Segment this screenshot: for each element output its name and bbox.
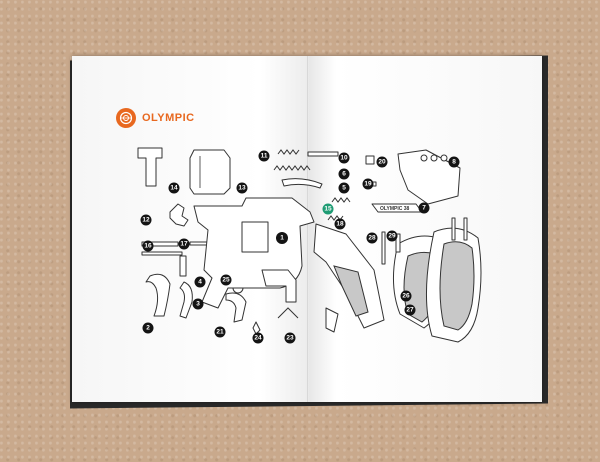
page-fold xyxy=(307,56,309,402)
svg-text:18: 18 xyxy=(336,221,344,228)
part-29-screw xyxy=(395,233,401,253)
callout-21: 21 xyxy=(214,326,226,338)
callout-10: 10 xyxy=(338,152,350,164)
part-15-spring xyxy=(331,197,351,203)
part-1-frame xyxy=(193,197,315,309)
callout-27: 27 xyxy=(404,304,416,316)
svg-text:7: 7 xyxy=(422,205,426,212)
engraving-text: OLYMPIC 38 xyxy=(380,206,409,212)
callout-2: 2 xyxy=(142,322,154,334)
part-6-spring xyxy=(273,165,311,171)
svg-text:14: 14 xyxy=(170,185,178,192)
callout-11: 11 xyxy=(258,150,270,162)
part-28-pin xyxy=(381,231,386,265)
part-2-trigger xyxy=(145,273,171,317)
part-27-grip-panel xyxy=(425,227,482,343)
callout-14: 14 xyxy=(168,182,180,194)
part-13-cylinder xyxy=(189,149,231,195)
callout-6: 6 xyxy=(338,168,350,180)
brand-name: OLYMPIC xyxy=(142,112,195,124)
svg-text:2: 2 xyxy=(146,325,150,332)
svg-text:26: 26 xyxy=(402,293,410,300)
callout-17: 17 xyxy=(178,238,190,250)
svg-text:4: 4 xyxy=(198,279,202,286)
svg-text:8: 8 xyxy=(452,159,456,166)
part-trigger-guard xyxy=(325,307,339,333)
callout-3: 3 xyxy=(192,298,204,310)
svg-text:11: 11 xyxy=(261,153,268,160)
svg-text:21: 21 xyxy=(216,329,224,336)
callout-23: 23 xyxy=(284,332,296,344)
part-12-hammer xyxy=(169,203,189,227)
part-8-washers xyxy=(420,154,448,162)
right-page xyxy=(308,56,542,402)
svg-text:24: 24 xyxy=(254,335,262,342)
exploded-parts-diagram: OLYMPIC 38 1 2 3 xyxy=(137,147,482,344)
part-11-spring xyxy=(277,149,300,155)
svg-text:1: 1 xyxy=(280,235,284,242)
svg-text:15: 15 xyxy=(324,206,332,213)
svg-text:10: 10 xyxy=(340,155,348,162)
svg-text:28: 28 xyxy=(368,235,376,242)
callout-13: 13 xyxy=(236,182,248,194)
callout-8: 8 xyxy=(448,156,460,168)
part-right-sideplate xyxy=(313,223,385,329)
part-10-rod xyxy=(307,151,339,157)
svg-text:3: 3 xyxy=(196,301,200,308)
part-14-sight xyxy=(137,147,163,187)
callout-24: 24 xyxy=(252,332,264,344)
callout-26: 26 xyxy=(400,290,412,302)
part-engraved-plate: OLYMPIC 38 xyxy=(371,203,423,213)
part-4-screw xyxy=(179,255,187,277)
part-3-lever xyxy=(179,281,193,319)
callout-29: 29 xyxy=(386,230,398,242)
part-9-screws xyxy=(451,217,468,241)
svg-text:6: 6 xyxy=(342,171,346,178)
svg-text:19: 19 xyxy=(364,181,372,188)
callout-5: 5 xyxy=(338,182,350,194)
callout-19: 19 xyxy=(362,178,374,190)
callout-1: 1 xyxy=(276,232,288,244)
svg-text:17: 17 xyxy=(180,241,188,248)
part-7-sideplate xyxy=(397,149,461,205)
callout-7: 7 xyxy=(418,202,430,214)
part-24-clip xyxy=(252,321,261,335)
brand-header: OLYMPIC xyxy=(116,108,195,128)
part-5-bar xyxy=(281,178,323,189)
callout-4: 4 xyxy=(194,276,206,288)
svg-text:23: 23 xyxy=(286,335,294,342)
svg-text:16: 16 xyxy=(144,243,152,250)
svg-text:27: 27 xyxy=(406,307,414,314)
callout-12: 12 xyxy=(140,214,152,226)
callout-15: 15 xyxy=(322,203,334,215)
part-16-rod xyxy=(141,241,183,256)
olympic-logo-icon xyxy=(116,108,136,128)
part-20-nut xyxy=(365,155,375,165)
svg-text:13: 13 xyxy=(238,185,246,192)
svg-text:12: 12 xyxy=(142,217,150,224)
callout-20: 20 xyxy=(376,156,388,168)
part-21-lever xyxy=(225,292,247,323)
svg-text:29: 29 xyxy=(388,233,396,240)
svg-text:25: 25 xyxy=(222,277,230,284)
manual-booklet: OLYMPIC xyxy=(72,56,542,402)
svg-text:20: 20 xyxy=(378,159,386,166)
part-23-vspring xyxy=(277,307,299,319)
callout-28: 28 xyxy=(366,232,378,244)
callout-25: 25 xyxy=(220,274,232,286)
callout-16: 16 xyxy=(142,240,154,252)
svg-text:5: 5 xyxy=(342,185,346,192)
callout-18: 18 xyxy=(334,218,346,230)
